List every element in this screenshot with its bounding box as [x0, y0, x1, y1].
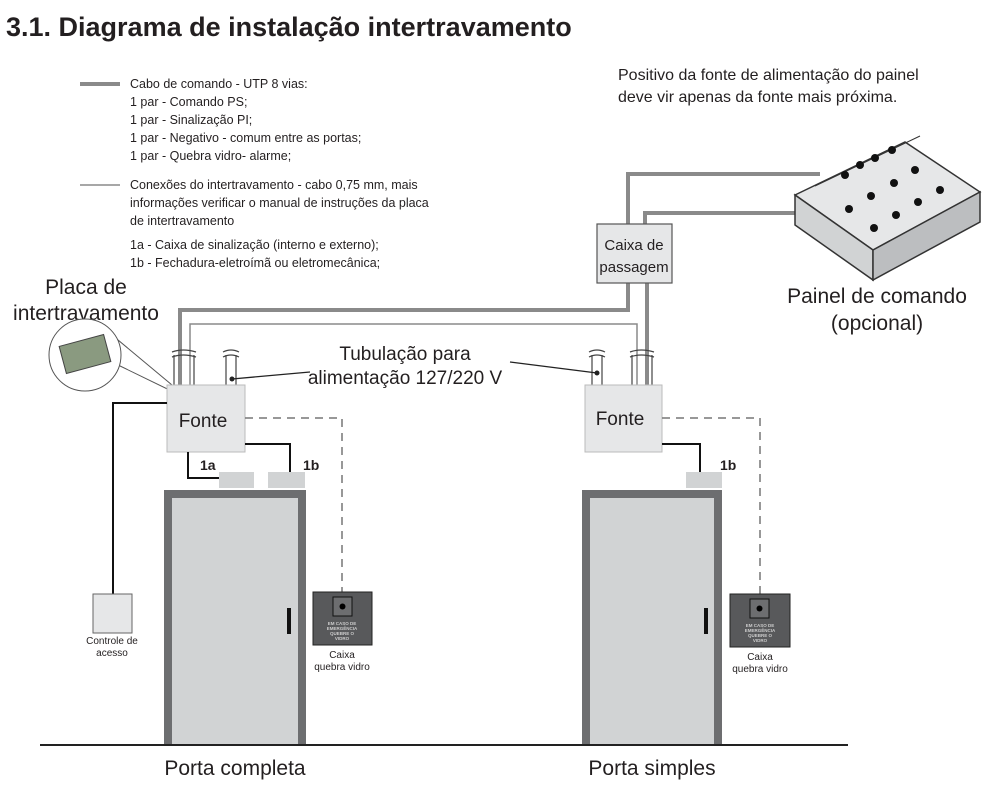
legend-utp-3: 1 par - Negativo - comum entre as portas… — [130, 131, 361, 145]
pipes — [171, 349, 655, 385]
legend-utp-0: Cabo de comando - UTP 8 vias: — [130, 77, 308, 91]
plate-text: VIDRO — [753, 638, 768, 643]
tubulacao-line-0: Tubulação para — [339, 344, 471, 365]
quebra-vidro-right-label-0: Caixa — [747, 652, 773, 663]
painel-label-1: (opcional) — [831, 312, 923, 335]
plate-text: QUEBRE O — [748, 633, 773, 638]
placa-intertravamento-icon — [48, 318, 191, 401]
label-1b-left: 1b — [303, 457, 319, 473]
fonte-right-label: Fonte — [596, 409, 645, 430]
door-right — [582, 490, 722, 745]
painel-de-comando — [793, 135, 982, 282]
legend-utp-4: 1 par - Quebra vidro- alarme; — [130, 149, 291, 163]
placa-label-0: Placa de — [45, 276, 127, 299]
note-line-1: deve vir apenas da fonte mais próxima. — [618, 89, 897, 106]
door-left — [164, 490, 306, 745]
label-1a: 1a — [200, 457, 216, 473]
painel-label-0: Painel de comando — [787, 285, 967, 308]
quebra-vidro-right-label-1: quebra vidro — [732, 664, 788, 675]
door-left-label: Porta completa — [164, 757, 306, 780]
plate-text: QUEBRE O — [330, 631, 355, 636]
plate-text: EMERGÊNCIA — [745, 626, 776, 633]
fechadura-right — [686, 472, 722, 488]
plate-text: VIDRO — [335, 636, 350, 641]
legend-conn-2: de intertravamento — [130, 214, 234, 228]
legend-conn-0: Conexões do intertravamento - cabo 0,75 … — [130, 178, 418, 192]
fonte-left-label: Fonte — [179, 411, 228, 432]
legend-utp-1: 1 par - Comando PS; — [130, 95, 247, 109]
tubulacao-line-1: alimentação 127/220 V — [308, 368, 503, 389]
legend-conn-1: informações verificar o manual de instru… — [130, 196, 429, 210]
quebra-vidro-left: EM CASO DE EMERGÊNCIA QUEBRE O VIDRO — [312, 591, 373, 646]
label-1b-right: 1b — [720, 457, 736, 473]
quebra-vidro-left-label-0: Caixa — [329, 650, 355, 661]
controle-acesso-box — [92, 593, 133, 634]
caixa-passagem: Caixa de passagem — [596, 223, 673, 284]
plate-text: EM CASO DE — [746, 623, 775, 628]
plate-text: EMERGÊNCIA — [327, 624, 358, 631]
caixa-sinalizacao — [219, 472, 254, 488]
legend: Cabo de comando - UTP 8 vias: 1 par - Co… — [80, 77, 429, 270]
page-title: 3.1. Diagrama de instalação intertravame… — [6, 12, 572, 42]
caixa-passagem-line-1: passagem — [599, 259, 668, 276]
fechadura-left — [268, 472, 305, 488]
panel-buttons — [841, 146, 944, 232]
utp-cables — [178, 172, 820, 385]
plate-text: EM CASO DE — [328, 621, 357, 626]
fonte-left: Fonte — [166, 384, 246, 453]
controle-label-1: acesso — [96, 648, 128, 659]
placa-label-1: intertravamento — [13, 302, 159, 325]
door-right-label: Porta simples — [588, 757, 715, 780]
legend-conn-4: 1b - Fechadura-eletroímã ou eletromecâni… — [130, 256, 380, 270]
legend-utp-2: 1 par - Sinalização PI; — [130, 113, 252, 127]
quebra-vidro-right: EM CASO DE EMERGÊNCIA QUEBRE O VIDRO — [729, 593, 791, 648]
note-line-0: Positivo da fonte de alimentação do pain… — [618, 67, 919, 84]
controle-label-0: Controle de — [86, 636, 138, 647]
quebra-vidro-left-label-1: quebra vidro — [314, 662, 370, 673]
legend-conn-3: 1a - Caixa de sinalização (interno e ext… — [130, 238, 379, 252]
fonte-right: Fonte — [584, 384, 663, 453]
caixa-passagem-line-0: Caixa de — [604, 237, 663, 254]
